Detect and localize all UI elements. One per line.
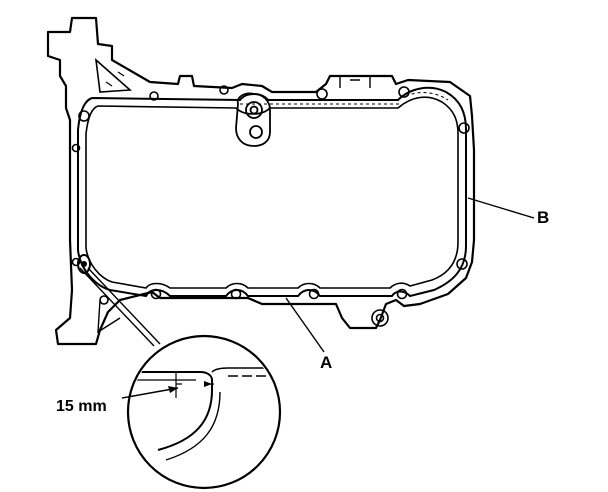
bolt-hole (150, 288, 162, 300)
flange-tab (339, 76, 371, 88)
detail-view-circle (126, 334, 282, 490)
bolt-holes (71, 85, 470, 327)
bracket-detail (97, 299, 121, 334)
gasket-groove-outer (77, 86, 467, 298)
drain-boss (371, 309, 389, 327)
bolt-hole (230, 288, 242, 300)
bolt-hole (71, 143, 81, 153)
oil-passage-boss (235, 92, 271, 147)
bolt-hole (71, 257, 81, 267)
bolt-hole (78, 110, 90, 122)
bracket-detail (94, 58, 132, 93)
drain-boss-inner (375, 313, 385, 323)
bolt-hole (458, 122, 470, 134)
bolt-hole (99, 295, 109, 305)
bolt-hole (396, 288, 408, 300)
leader-line-a (285, 297, 325, 353)
dimension-label: 15 mm (56, 398, 107, 415)
pan-flange-outline (46, 16, 476, 346)
bolt-hole (316, 88, 328, 100)
detail-view-contents (136, 367, 278, 461)
bolt-hole (149, 91, 159, 101)
dimension-leader (121, 387, 179, 399)
dimension-arrow-head (168, 386, 178, 393)
leader-line-b (467, 197, 535, 219)
callout-label-b: B (537, 208, 550, 227)
callout-label-a: A (320, 353, 333, 372)
bracket-detail (105, 71, 125, 87)
bolt-hole (398, 86, 410, 98)
dimension-arrow-head (204, 381, 212, 387)
gasket-bead-inner (85, 96, 459, 289)
detail-leader-line (79, 267, 155, 347)
bolt-hole (308, 288, 320, 300)
detail-leader-line (87, 267, 161, 345)
bolt-hole (219, 85, 229, 95)
bolt-hole (456, 258, 468, 270)
sealant-bead-dashed (240, 92, 449, 105)
detail-marker-fill (81, 261, 87, 267)
